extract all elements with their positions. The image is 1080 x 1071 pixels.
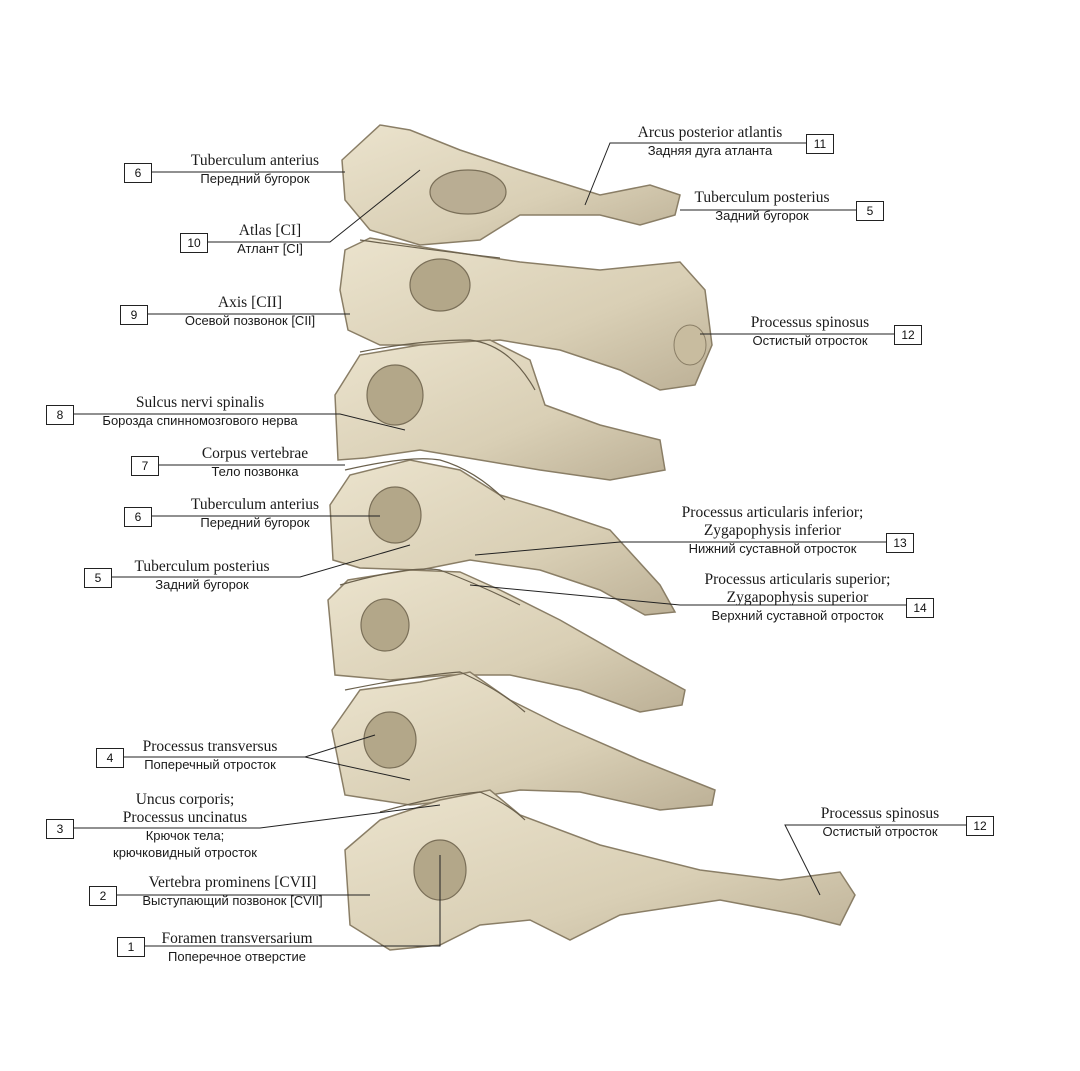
callout-number: 12 <box>966 816 994 836</box>
label-tuberculum-anterius-top: Tuberculum anterius Передний бугорок <box>155 152 355 187</box>
russian-term: Нижний суставной отросток <box>688 541 857 556</box>
label-processus-transversus: Processus transversus Поперечный отросто… <box>125 738 295 773</box>
vertebra-prominens-c7 <box>344 789 856 951</box>
latin-term: Tuberculum anterius <box>190 152 320 169</box>
joint-lines <box>339 239 536 821</box>
latin-term: Tuberculum posterius <box>694 189 830 206</box>
callout-number: 8 <box>46 405 74 425</box>
label-foramen-transversarium: Foramen transversarium Поперечное отверс… <box>147 930 327 965</box>
latin-term: Tuberculum posterius <box>134 558 270 575</box>
label-processus-spinosus-top: Processus spinosus Остистый отросток <box>730 314 890 349</box>
callout-number: 5 <box>856 201 884 221</box>
vertebra-c3 <box>334 339 666 481</box>
leader-lines <box>72 142 966 947</box>
callout-number: 9 <box>120 305 148 325</box>
russian-term: Крючок тела; <box>145 828 225 843</box>
latin-term: Atlas [CI] <box>238 222 302 239</box>
label-corpus-vertebrae: Corpus vertebrae Тело позвонка <box>160 445 350 480</box>
callout-number: 6 <box>124 163 152 183</box>
russian-term: Осевой позвонок [CII] <box>184 313 316 328</box>
latin-term: Foramen transversarium <box>161 930 313 947</box>
latin-term-2: Zygapophysis inferior <box>703 522 842 539</box>
callout-number: 14 <box>906 598 934 618</box>
russian-term: Выступающий позвонок [CVII] <box>142 893 323 908</box>
latin-term: Vertebra prominens [CVII] <box>148 874 317 891</box>
callout-number: 6 <box>124 507 152 527</box>
axis-vertebra <box>339 237 713 391</box>
label-tuberculum-anterius-mid: Tuberculum anterius Передний бугорок <box>155 496 355 531</box>
label-tuberculum-posterius-right: Tuberculum posterius Задний бугорок <box>672 189 852 224</box>
russian-term: Остистый отросток <box>822 824 938 839</box>
callout-number: 13 <box>886 533 914 553</box>
callout-number: 2 <box>89 886 117 906</box>
latin-term: Uncus corporis; <box>135 791 235 808</box>
russian-term: Поперечное отверстие <box>168 949 306 964</box>
russian-term: Передний бугорок <box>200 515 310 530</box>
latin-term: Processus transversus <box>142 738 278 755</box>
label-vertebra-prominens: Vertebra prominens [CVII] Выступающий по… <box>120 874 345 909</box>
latin-term: Arcus posterior atlantis <box>637 124 783 141</box>
russian-term: Борозда спинномозгового нерва <box>102 413 298 428</box>
russian-term: Атлант [CI] <box>237 241 303 256</box>
latin-term-2: Zygapophysis superior <box>726 589 869 606</box>
latin-term: Processus articularis superior; <box>704 571 891 588</box>
russian-term: Тело позвонка <box>211 464 299 479</box>
label-arcus-posterior-atlantis: Arcus posterior atlantis Задняя дуга атл… <box>615 124 805 159</box>
latin-term: Processus spinosus <box>750 314 870 331</box>
russian-term: Задняя дуга атланта <box>647 143 773 158</box>
label-tuberculum-posterius-left: Tuberculum posterius Задний бугорок <box>112 558 292 593</box>
label-uncus-corporis: Uncus corporis; Processus uncinatus Крюч… <box>95 791 275 861</box>
latin-term: Processus spinosus <box>820 805 940 822</box>
vertebra-c6 <box>331 671 716 811</box>
callout-number: 3 <box>46 819 74 839</box>
latin-term: Axis [CII] <box>217 294 283 311</box>
latin-term: Corpus vertebrae <box>201 445 309 462</box>
callout-number: 1 <box>117 937 145 957</box>
vertebra-c4 <box>329 459 677 616</box>
latin-term: Tuberculum anterius <box>190 496 320 513</box>
callout-number: 10 <box>180 233 208 253</box>
atlas-vertebra <box>341 124 681 246</box>
label-atlas: Atlas [CI] Атлант [CI] <box>210 222 330 257</box>
latin-term: Sulcus nervi spinalis <box>135 394 265 411</box>
callout-number: 7 <box>131 456 159 476</box>
russian-term: Поперечный отросток <box>144 757 276 772</box>
callout-number: 5 <box>84 568 112 588</box>
russian-term: Задний бугорок <box>715 208 809 223</box>
label-processus-articularis-inferior: Processus articularis inferior; Zygapoph… <box>665 504 880 557</box>
russian-term-2: крючковидный отросток <box>113 845 257 860</box>
label-axis: Axis [CII] Осевой позвонок [CII] <box>150 294 350 329</box>
label-sulcus-nervi-spinalis: Sulcus nervi spinalis Борозда спинномозг… <box>75 394 325 429</box>
callout-number: 4 <box>96 748 124 768</box>
russian-term: Задний бугорок <box>155 577 249 592</box>
callout-number: 11 <box>806 134 834 154</box>
latin-term: Processus articularis inferior; <box>681 504 864 521</box>
russian-term: Передний бугорок <box>200 171 310 186</box>
label-processus-spinosus-bottom: Processus spinosus Остистый отросток <box>800 805 960 840</box>
russian-term: Верхний суставной отросток <box>711 608 884 623</box>
label-processus-articularis-superior: Processus articularis superior; Zygapoph… <box>690 571 905 624</box>
russian-term: Остистый отросток <box>752 333 868 348</box>
callout-number: 12 <box>894 325 922 345</box>
latin-term-2: Processus uncinatus <box>122 809 248 826</box>
